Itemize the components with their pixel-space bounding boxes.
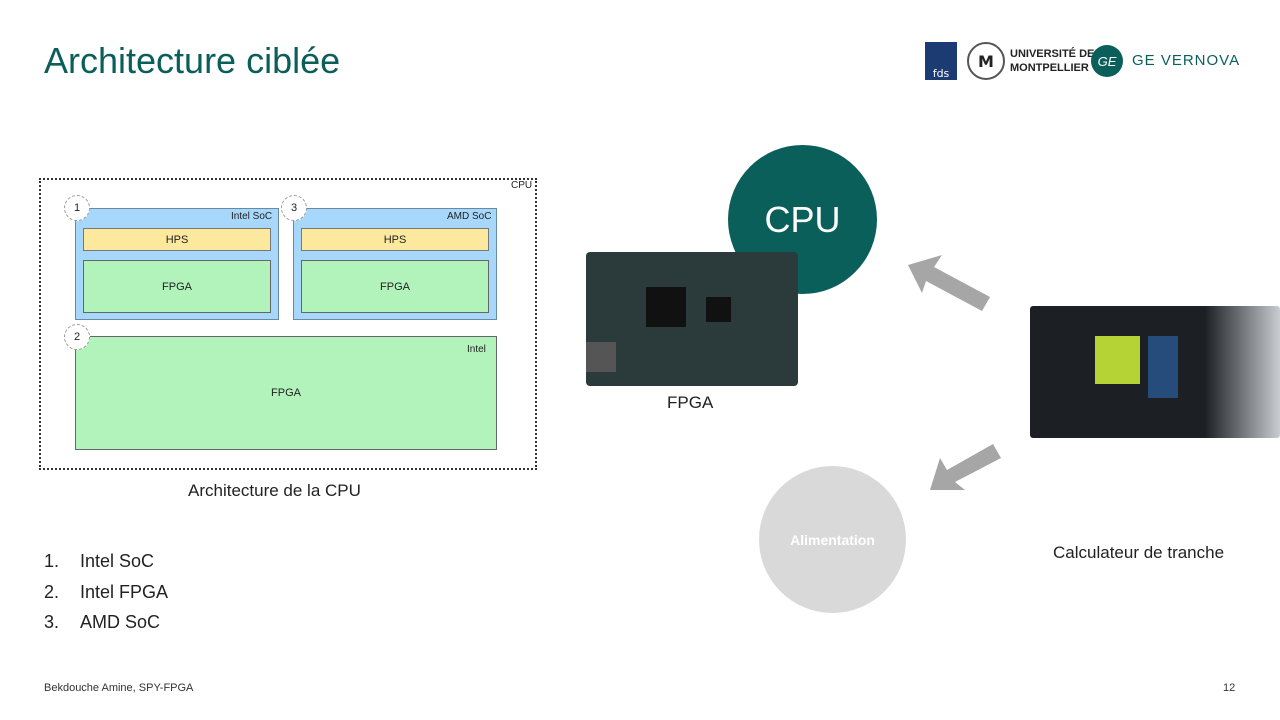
cpu-frame-label: CPU <box>511 180 533 191</box>
ge-vernova-logo: GE VERNOVA <box>1132 52 1241 69</box>
cpu-circle: CPU <box>728 145 877 294</box>
list-item: 1.Intel SoC <box>44 551 155 571</box>
fpga-caption: FPGA <box>667 393 714 412</box>
um-seal-logo: M <box>967 42 1005 80</box>
intel-soc-fpga: FPGA <box>83 260 271 313</box>
amd-soc-hps: HPS <box>301 228 489 251</box>
page-number: 12 <box>1223 682 1236 694</box>
diagram-caption: Architecture de la CPU <box>188 481 361 500</box>
footer-author: Bekdouche Amine, SPY-FPGA <box>44 682 194 694</box>
ge-monogram-logo: GE <box>1091 45 1123 77</box>
list-item: 2.Intel FPGA <box>44 581 169 602</box>
block-number-3: 3 <box>281 195 307 221</box>
arrow-to-alimentation-icon <box>930 444 1001 490</box>
intel-fpga-label: Intel <box>467 344 486 355</box>
intel-fpga-block: FPGA <box>75 336 497 450</box>
page-title: Architecture ciblée <box>44 40 341 81</box>
intel-soc-hps: HPS <box>83 228 271 251</box>
block-number-2: 2 <box>64 324 90 350</box>
cpu-frame <box>39 178 537 470</box>
architecture-list: 1.Intel SoC 2.Intel FPGA 3.AMD SoC <box>44 546 168 638</box>
amd-soc-label: AMD SoC <box>447 211 492 222</box>
arrow-to-cpu-icon <box>908 255 990 311</box>
device-image <box>1030 306 1280 438</box>
fds-logo: fds <box>925 42 957 80</box>
device-caption: Calculateur de tranche <box>1053 543 1225 562</box>
alimentation-circle: Alimentation <box>759 466 906 613</box>
block-number-1: 1 <box>64 195 90 221</box>
fpga-board-image <box>586 252 798 386</box>
amd-soc-fpga: FPGA <box>301 260 489 313</box>
list-item: 3.AMD SoC <box>44 612 161 632</box>
intel-soc-label: Intel SoC <box>231 211 273 222</box>
fds-logo-text: fds <box>932 67 950 80</box>
